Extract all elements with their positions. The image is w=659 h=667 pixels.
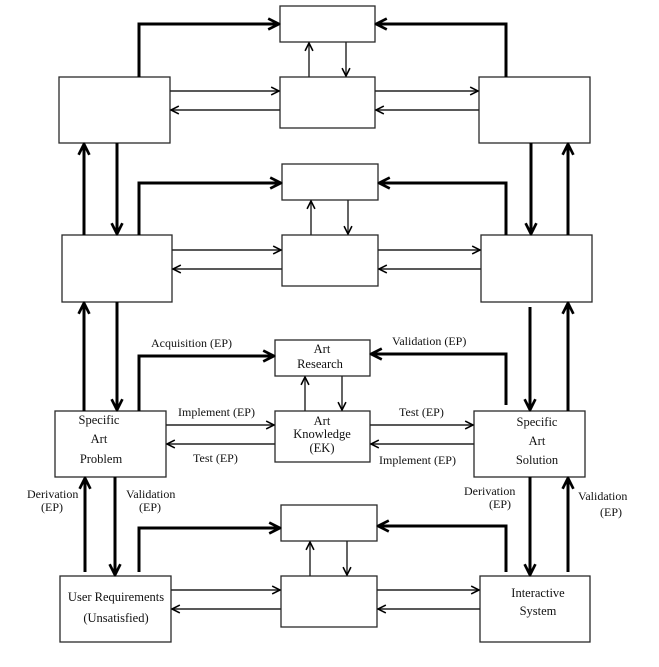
tier-4: User Requirements (Unsatisfied) Interact… <box>59 504 591 643</box>
user-requirements-line-1: User Requirements <box>68 590 164 604</box>
acquisition-arrow <box>137 356 274 411</box>
tier2-center-box <box>281 234 379 287</box>
tier1-right-to-top-arrow <box>376 24 508 77</box>
tier-1 <box>58 5 591 144</box>
tier4-left-to-top-arrow <box>137 528 280 572</box>
implement-right-label: Implement (EP) <box>379 453 456 467</box>
art-knowledge-line-1: Art <box>314 414 331 428</box>
tier2-left-to-top-arrow <box>137 183 281 235</box>
specific-art-problem-line-2: Art <box>91 432 108 446</box>
tier-2 <box>61 163 593 303</box>
art-knowledge-box <box>274 410 371 463</box>
art-research-line-1: Art <box>314 342 331 356</box>
tier1-left-to-top-arrow <box>137 24 279 77</box>
tier-3: Art Research Art Knowledge (EK) Specific… <box>54 334 586 478</box>
interactive-system-line-1: Interactive <box>511 586 565 600</box>
specific-art-solution-line-3: Solution <box>516 453 559 467</box>
specific-art-problem-line-1: Specific <box>79 413 120 427</box>
tier2-left-box <box>61 234 173 303</box>
tier1-right-box <box>478 76 591 144</box>
art-knowledge-line-2: Knowledge <box>293 427 351 441</box>
user-requirements-line-2: (Unsatisfied) <box>83 611 148 625</box>
derivation-left-label-line-1: Derivation <box>27 487 78 501</box>
art-knowledge-line-3: (EK) <box>310 441 335 455</box>
derivation-right-label-line-1: Derivation <box>464 484 515 498</box>
specific-art-problem-box <box>54 410 167 478</box>
tier2-top-center-box <box>281 163 379 201</box>
tier2-right-to-top-arrow <box>379 183 508 235</box>
user-requirements-box <box>59 575 172 643</box>
tier4-right-to-top-arrow <box>378 526 508 572</box>
specific-art-solution-line-2: Art <box>529 434 546 448</box>
test-right-label: Test (EP) <box>399 405 444 419</box>
validation-top-label: Validation (EP) <box>392 334 466 348</box>
tier4-top-center-box <box>280 504 378 542</box>
validation-right-label-line-1: Validation <box>578 489 627 503</box>
acquisition-label: Acquisition (EP) <box>151 336 232 350</box>
specific-art-solution-line-1: Specific <box>517 415 558 429</box>
validation-left-label-line-1: Validation <box>126 487 175 501</box>
validation-to-research-arrow <box>371 354 508 405</box>
derivation-left-label-line-2: (EP) <box>41 500 63 514</box>
test-left-label: Test (EP) <box>193 451 238 465</box>
art-research-box <box>274 339 371 377</box>
tier4-center-box <box>280 575 378 628</box>
implement-left-label: Implement (EP) <box>178 405 255 419</box>
tier2-right-box <box>480 234 593 303</box>
interactive-system-line-2: System <box>520 604 557 618</box>
derivation-right-label-line-2: (EP) <box>489 497 511 511</box>
specific-art-solution-box <box>473 410 586 478</box>
interactive-system-box <box>479 575 591 643</box>
validation-left-label-line-2: (EP) <box>139 500 161 514</box>
art-research-line-2: Research <box>297 357 344 371</box>
specific-art-problem-line-3: Problem <box>80 452 123 466</box>
validation-right-label-line-2: (EP) <box>600 505 622 519</box>
tier1-left-box <box>58 76 171 144</box>
tier1-center-box <box>279 76 376 129</box>
tier1-top-center-box <box>279 5 376 43</box>
